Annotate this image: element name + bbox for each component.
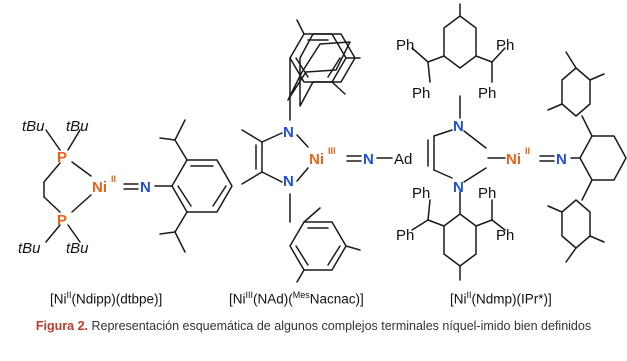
nickel-atom: Ni	[309, 151, 324, 168]
nacnac-ligand: N N Ni III N Ad	[241, 19, 412, 283]
figure-number: Figura 2.	[35, 319, 88, 333]
phosphorus-atom: P	[57, 149, 67, 166]
adamantyl-label: Ad	[394, 151, 412, 168]
phosphorus-atom: P	[57, 212, 67, 229]
nitrogen-atom: N	[283, 173, 294, 190]
complex-ndmp-ipr: Ph Ph Ph Ph Ph Ph Ph Ph N N Ni II N	[396, 3, 627, 281]
nitrogen-atom: N	[556, 151, 567, 168]
nickel-atom: Ni	[92, 179, 107, 196]
figure-caption: Figura 2. Representación esquemática de …	[10, 318, 617, 335]
tbu-label: tBu	[22, 118, 45, 135]
phenyl-label: Ph	[496, 37, 514, 54]
tbu-label: tBu	[66, 240, 89, 257]
phenyl-label: Ph	[496, 227, 514, 244]
label-right-complex: [NiII(Ndmp)(IPr*)]	[450, 290, 552, 307]
nitrogen-atom: N	[363, 151, 374, 168]
nitrogen-atom: N	[140, 179, 151, 196]
nitrogen-atom: N	[453, 118, 464, 135]
tbu-label: tBu	[66, 118, 89, 135]
nickel-atom: Ni	[506, 151, 521, 168]
label-middle-complex: [NiIII(NAd)(MesNacnac)]	[229, 290, 364, 307]
nitrogen-atom: N	[283, 124, 294, 141]
nitrogen-atom: N	[453, 179, 464, 196]
complexes-diagram: tBu tBu tBu tBu P P Ni II N	[18, 3, 627, 283]
oxidation-state: II	[525, 146, 530, 156]
phenyl-label: Ph	[396, 37, 414, 54]
phenyl-label: Ph	[412, 185, 430, 202]
complex-ndipp-dtbpe: tBu tBu tBu tBu P P Ni II N	[18, 118, 233, 257]
phenyl-label: Ph	[478, 85, 496, 102]
oxidation-state: II	[111, 174, 116, 184]
label-left-complex: [NiII(Ndipp)(dtbpe)]	[50, 290, 163, 307]
tbu-label: tBu	[18, 240, 41, 257]
phenyl-label: Ph	[412, 85, 430, 102]
phenyl-label: Ph	[478, 185, 496, 202]
caption-text: Representación esquemática de algunos co…	[91, 319, 592, 333]
oxidation-state: III	[328, 146, 336, 156]
phenyl-label: Ph	[396, 227, 414, 244]
